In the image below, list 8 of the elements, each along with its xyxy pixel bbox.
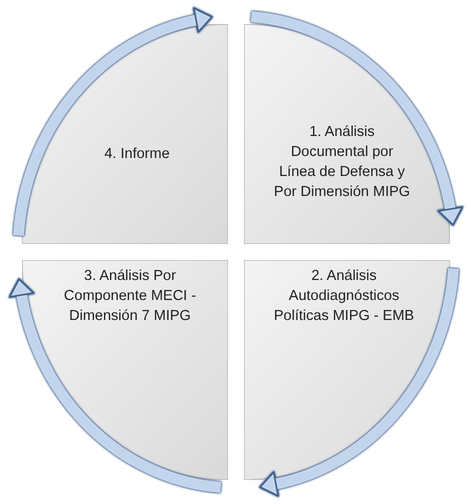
curved-arrow: [260, 268, 459, 496]
curved-arrow: [250, 11, 463, 226]
quadrant-label: 4. Informe: [103, 145, 171, 164]
quadrant-label: 2. Análisis Autodiagnósticos Políticas MIPG - EMB: [272, 267, 416, 326]
curved-arrow: [9, 278, 222, 493]
curved-arrow: [13, 8, 212, 236]
quadrant-label: 1. Análisis Documental por Línea de Defensa y Por Dimensión MIPG: [272, 123, 412, 202]
quadrant-label: 3. Análisis Por Componente MECI -Dimensión 7 MIPG: [62, 267, 198, 326]
